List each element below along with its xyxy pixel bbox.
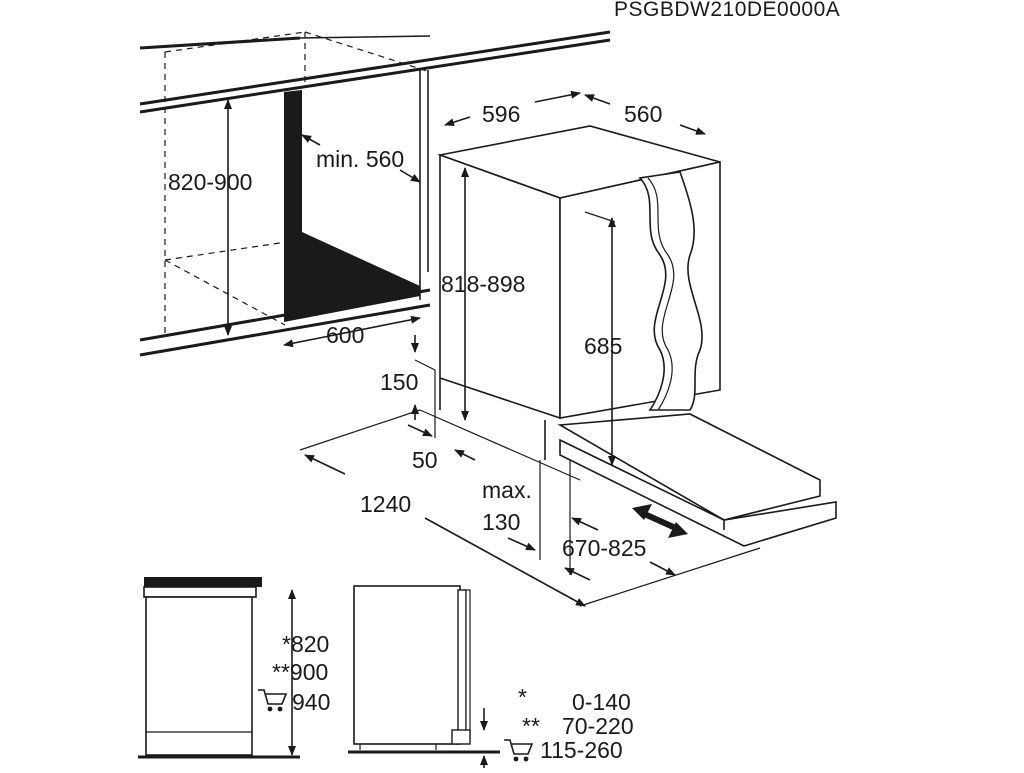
plinth-depth-label: 50 [412, 447, 438, 473]
depth-arrow-a [584, 94, 611, 105]
countertop [139, 30, 611, 114]
side-view-cabinet [138, 577, 300, 759]
travel-arrow-a [571, 517, 599, 531]
max-arrow-a [507, 537, 536, 551]
appliance-height-label: 818-898 [441, 271, 525, 297]
range-xl-mark: ** [522, 713, 540, 739]
side-view-appliance [348, 585, 500, 754]
width-arrow-b [534, 90, 581, 103]
shopping-cart-icon [258, 689, 288, 712]
range-cart-label: 115-260 [540, 737, 623, 763]
door-swing-label: 1240 [360, 491, 411, 517]
appliance-width-label: 596 [482, 101, 520, 127]
plinth-depth-arrow-b [454, 449, 476, 461]
appliance-depth-label: 560 [624, 101, 662, 127]
range-xl-label: 70-220 [562, 713, 634, 739]
niche-opening [284, 70, 429, 322]
dishwasher-door [638, 171, 703, 411]
open-door-panel [557, 413, 837, 547]
door-height-label: 685 [584, 333, 622, 359]
shopping-cart-icon [504, 739, 534, 762]
range-std-label: 0-140 [572, 689, 631, 715]
plinth-height-label: 150 [380, 369, 418, 395]
niche-width-label: 600 [326, 322, 364, 348]
min-depth-arrow-b [399, 169, 421, 183]
door-slide-double-arrow [632, 504, 688, 538]
max-arrow-b [564, 567, 591, 581]
min-depth-arrow-a [301, 134, 321, 146]
door-travel-label: 670-825 [562, 535, 646, 561]
side-height-cart: 940 [292, 689, 330, 715]
depth-arrow-b [679, 124, 706, 135]
swing-arrow-a [304, 454, 346, 475]
plinth-depth-arrow-a [407, 424, 433, 437]
side-height-xl: **900 [272, 659, 328, 685]
max-value: 130 [482, 509, 520, 535]
travel-arrow-b [649, 561, 676, 576]
swing-arrow-b [424, 517, 586, 607]
range-std-mark: * [518, 684, 527, 710]
model-code: PSGBDW210DE0000A [614, 0, 840, 21]
niche-height-label: 820-900 [168, 169, 252, 195]
niche-width-arrow [283, 315, 421, 348]
side-height-std: *820 [282, 631, 329, 657]
width-arrow-a [444, 116, 471, 127]
min-depth-label: min. 560 [316, 146, 404, 172]
max-label: max. [482, 477, 532, 503]
